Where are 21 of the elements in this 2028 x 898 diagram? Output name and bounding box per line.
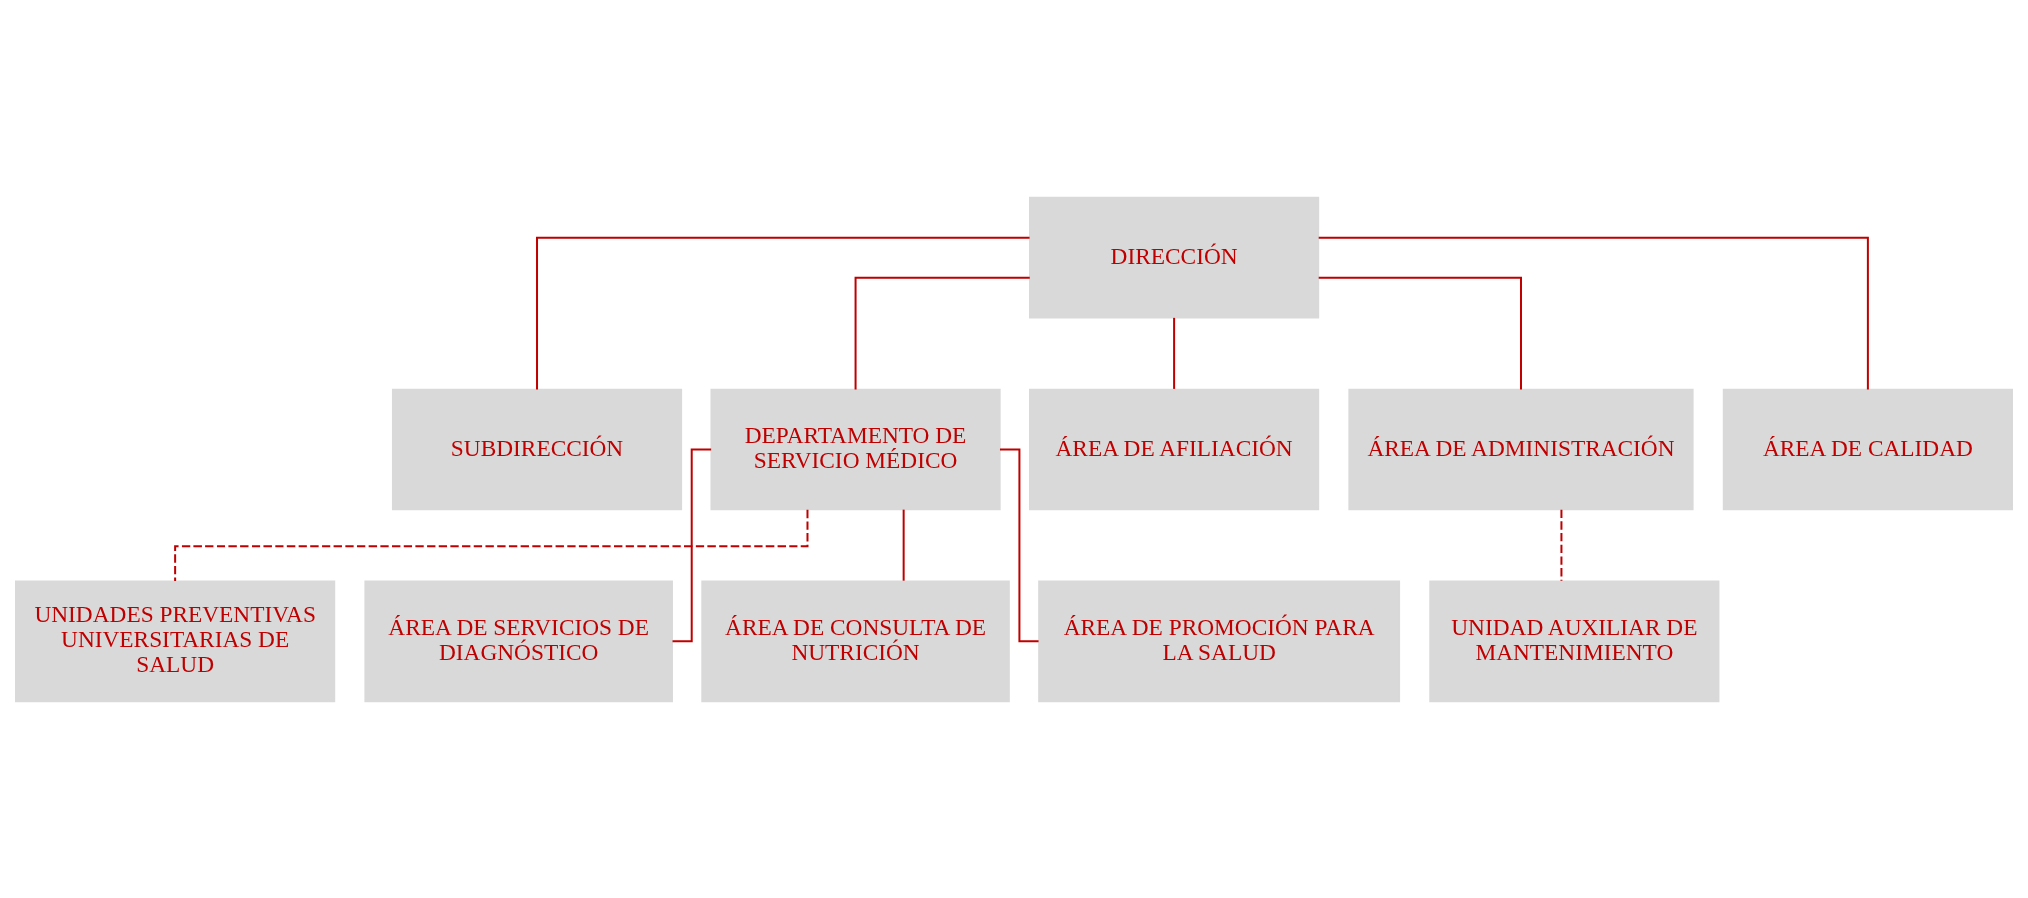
node-box: UNIDADES PREVENTIVAS UNIVERSITARIAS DE SALUD bbox=[15, 579, 336, 702]
node-box: DEPARTAMENTO DE SERVICIO MÉDICO bbox=[710, 388, 1001, 510]
connector bbox=[854, 276, 1031, 390]
connector bbox=[671, 448, 713, 642]
node-box: ÁREA DE AFILIACIÓN bbox=[1029, 388, 1320, 510]
node-box: ÁREA DE CONSULTA DE NUTRICIÓN bbox=[701, 579, 1010, 702]
connector bbox=[1317, 276, 1522, 390]
node-box: DIRECCIÓN bbox=[1029, 196, 1320, 319]
connector bbox=[998, 448, 1040, 642]
connector bbox=[536, 236, 1031, 390]
connector bbox=[1560, 508, 1563, 582]
connector bbox=[1173, 316, 1176, 390]
connector bbox=[1317, 236, 1869, 390]
node-box: UNIDAD AUXILIAR DE MANTENIMIENTO bbox=[1429, 579, 1720, 702]
node-box: ÁREA DE PROMOCIÓN PARA LA SALUD bbox=[1038, 579, 1401, 702]
node-box: ÁREA DE ADMINISTRACIÓN bbox=[1348, 388, 1694, 510]
connector bbox=[174, 508, 809, 582]
node-box: ÁREA DE CALIDAD bbox=[1722, 388, 2013, 510]
node-box: SUBDIRECCIÓN bbox=[391, 388, 683, 510]
connector bbox=[902, 508, 905, 582]
node-box: ÁREA DE SERVICIOS DE DIAGNÓSTICO bbox=[364, 579, 673, 702]
